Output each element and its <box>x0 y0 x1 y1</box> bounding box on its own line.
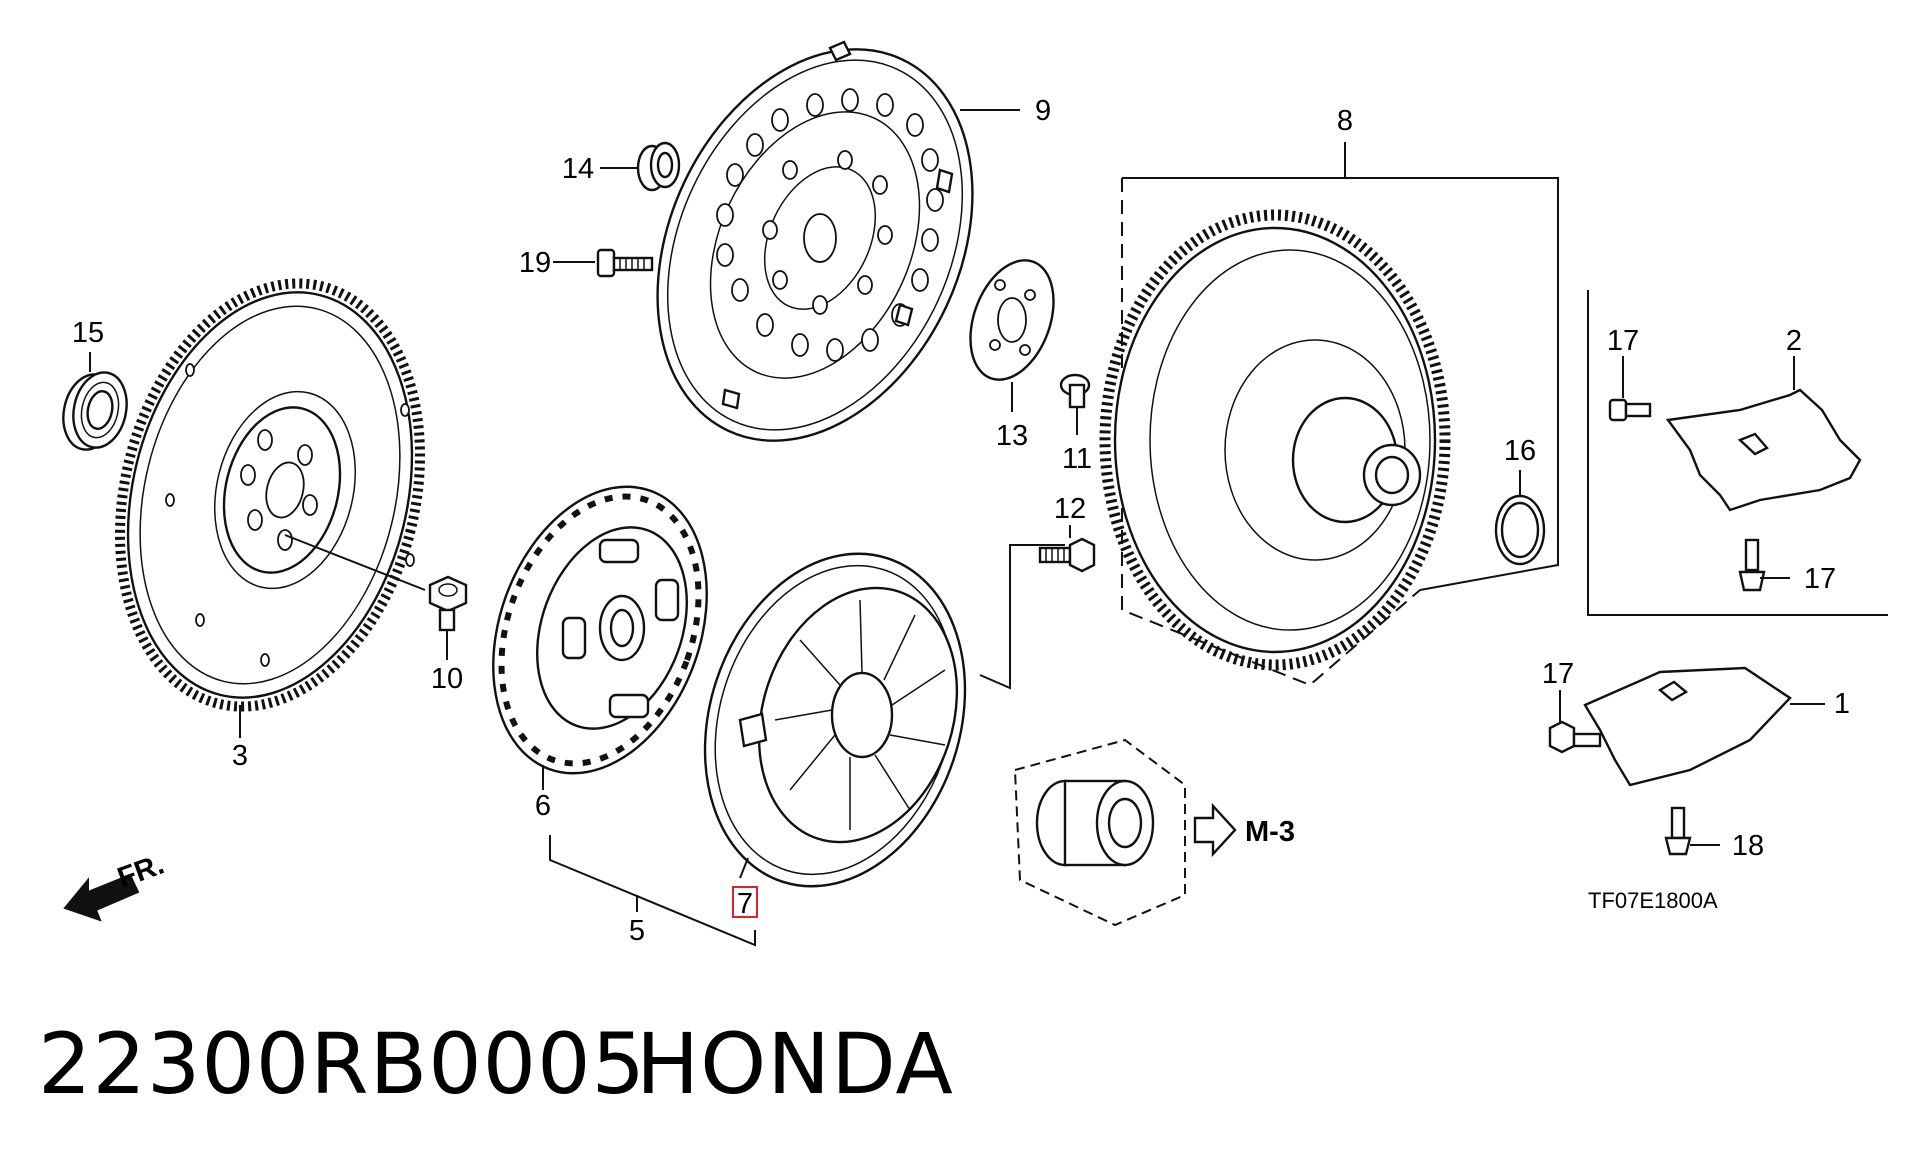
pressure-plate-7 <box>703 552 967 888</box>
label-8: 8 <box>1337 105 1353 137</box>
plate-13 <box>969 259 1055 412</box>
label-6: 6 <box>535 790 551 822</box>
bracket-1 <box>1583 666 1825 787</box>
front-label: FR. <box>113 849 168 895</box>
bracket-2 <box>1665 356 1862 512</box>
front-arrow: FR. <box>63 849 168 922</box>
clutch-disc-6 <box>492 485 708 790</box>
flywheel-3 <box>115 278 425 738</box>
label-17b: 17 <box>1804 563 1836 595</box>
bolt-10 <box>284 534 468 660</box>
part-2-box <box>1587 290 1888 616</box>
label-7: 7 <box>737 888 753 920</box>
bearing-15 <box>62 352 128 451</box>
bolt-17a <box>1608 356 1652 422</box>
label-1: 1 <box>1834 688 1850 720</box>
label-14: 14 <box>562 153 594 185</box>
diaphragm-fingers <box>774 599 946 830</box>
bolt-17c <box>1548 690 1602 754</box>
label-18: 18 <box>1732 830 1764 862</box>
bolt-19 <box>553 248 654 278</box>
bolt-18 <box>1664 806 1720 856</box>
label-9: 9 <box>1035 95 1051 127</box>
diagram-code: TF07E1800A <box>1588 888 1718 913</box>
brand-name: HONDA <box>636 1015 954 1113</box>
label-17c: 17 <box>1542 658 1574 690</box>
bolt-12 <box>1038 525 1096 573</box>
bolt-17b <box>1738 538 1790 592</box>
o-ring-16 <box>1494 470 1546 566</box>
label-5: 5 <box>629 915 645 947</box>
drive-plate-9 <box>656 40 1020 442</box>
seal-14 <box>600 141 681 192</box>
label-11: 11 <box>1062 443 1092 475</box>
highlight-box <box>732 886 758 918</box>
label-10: 10 <box>431 663 463 695</box>
release-bearing-group <box>1013 738 1186 927</box>
torque-converter-8 <box>1099 209 1451 671</box>
bolt-11 <box>1059 373 1091 435</box>
bolt-12-leader <box>979 544 1065 690</box>
ref-label-m3: M-3 <box>1245 816 1295 848</box>
label-13: 13 <box>996 420 1028 452</box>
label-16: 16 <box>1504 435 1536 467</box>
assembly-5-bracket <box>549 835 756 947</box>
label-15: 15 <box>72 317 104 349</box>
label-3: 3 <box>232 740 248 772</box>
ref-arrow-m3 <box>1193 802 1237 858</box>
part-number: 22300RB0005 <box>38 1015 646 1113</box>
label-19: 19 <box>519 247 551 279</box>
label-17a: 17 <box>1607 325 1639 357</box>
label-12: 12 <box>1054 493 1086 525</box>
label-2: 2 <box>1786 325 1802 357</box>
